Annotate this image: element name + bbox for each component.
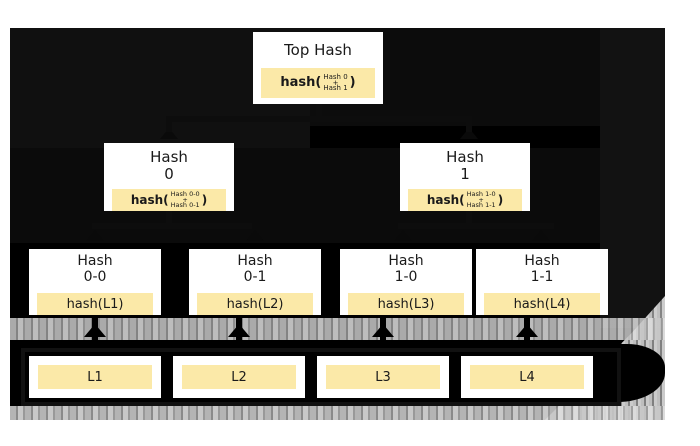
- node-hash-1-1-value: hash(L4): [484, 293, 600, 315]
- connector-leaf-l1: [92, 314, 98, 356]
- node-hash-0-0-title: Hash 0-0: [77, 253, 113, 285]
- hash-operands: Hash 0-0 + Hash 0-1: [171, 191, 200, 208]
- hash-operator: +: [332, 78, 339, 87]
- hash-operand-bottom: Hash 0-1: [170, 200, 200, 209]
- hash-prefix: hash(: [280, 75, 322, 91]
- node-hash-1[interactable]: Hash 1 hash( Hash 1-0 + Hash 1-1 ): [400, 143, 530, 211]
- data-block-l2[interactable]: L2: [173, 356, 305, 398]
- node-hash-0[interactable]: Hash 0 hash( Hash 0-0 + Hash 0-1 ): [104, 143, 234, 211]
- connector-hash-1-down: [466, 211, 472, 225]
- connector-leaf-l3: [380, 314, 386, 356]
- hash-prefix: hash(: [426, 192, 465, 207]
- node-hash-0-1-value: hash(L2): [197, 293, 313, 315]
- data-block-l4-label: L4: [470, 365, 584, 389]
- arrow-head-hash-1-0: [394, 230, 412, 241]
- arrow-head-hash-1: [460, 128, 478, 139]
- arrow-head-hash-0-1: [246, 230, 264, 241]
- data-block-l3[interactable]: L3: [317, 356, 449, 398]
- node-hash-1-0-value: hash(L3): [348, 293, 464, 315]
- texture-strip-upper: [10, 318, 665, 340]
- arrow-head-hash-0: [160, 128, 178, 139]
- arrow-head-hash-1-1: [532, 230, 550, 241]
- data-block-l1-label: L1: [38, 365, 152, 389]
- node-hash-1-1[interactable]: Hash 1-1 hash(L4): [476, 249, 608, 315]
- data-block-l2-label: L2: [182, 365, 296, 389]
- connector-hash-0-down: [166, 211, 172, 225]
- node-hash-1-title: Hash 1: [446, 148, 484, 183]
- node-top-hash-value: hash( Hash 0 + Hash 1 ): [261, 67, 375, 98]
- node-hash-1-0[interactable]: Hash 1-0 hash(L3): [340, 249, 472, 315]
- data-block-l1[interactable]: L1: [29, 356, 161, 398]
- connector-leaf-l4: [524, 314, 530, 356]
- node-hash-0-1[interactable]: Hash 0-1 hash(L2): [189, 249, 321, 315]
- hash-operator: +: [478, 195, 484, 204]
- connector-hash-1-bar: [398, 223, 554, 229]
- node-hash-1-0-title: Hash 1-0: [388, 253, 424, 285]
- node-hash-0-value: hash( Hash 0-0 + Hash 0-1 ): [112, 188, 226, 211]
- hash-operand-top: Hash 0-0: [170, 190, 200, 199]
- hash-prefix: hash(: [130, 192, 169, 207]
- node-hash-0-0-value: hash(L1): [37, 293, 153, 315]
- node-hash-0-0[interactable]: Hash 0-0 hash(L1): [29, 249, 161, 315]
- arrow-head-hash-0-0: [86, 230, 104, 241]
- hash-operands: Hash 0 + Hash 1: [323, 72, 348, 92]
- node-top-hash[interactable]: Top Hash hash( Hash 0 + Hash 1 ): [253, 32, 383, 104]
- node-hash-0-title: Hash 0: [150, 148, 188, 183]
- connector-root-bar: [169, 116, 469, 122]
- connector-leaf-l2: [236, 314, 242, 356]
- hash-operands: Hash 1-0 + Hash 1-1: [467, 191, 496, 208]
- hash-operator: +: [182, 195, 188, 204]
- hash-suffix: ): [201, 192, 208, 207]
- hash-operand-bottom: Hash 1-1: [466, 200, 496, 209]
- data-block-l3-label: L3: [326, 365, 440, 389]
- connector-hash-0-bar: [92, 223, 252, 229]
- diagram-canvas: Top Hash hash( Hash 0 + Hash 1 ) Hash 0 …: [10, 28, 665, 420]
- data-block-l4[interactable]: L4: [461, 356, 593, 398]
- connector-hash-0-stem: [166, 116, 172, 132]
- texture-strip-lower: [10, 406, 665, 420]
- node-hash-1-1-title: Hash 1-1: [524, 253, 560, 285]
- hash-suffix: ): [349, 75, 356, 91]
- node-hash-1-value: hash( Hash 1-0 + Hash 1-1 ): [408, 188, 522, 211]
- connector-hash-1-stem: [466, 116, 472, 132]
- hash-suffix: ): [497, 192, 504, 207]
- hash-operand-top: Hash 0: [323, 72, 348, 81]
- connector-root-stem: [316, 100, 322, 120]
- node-hash-0-1-title: Hash 0-1: [237, 253, 273, 285]
- node-top-hash-title: Top Hash: [284, 41, 352, 59]
- background-shade: [600, 28, 665, 328]
- hash-operand-bottom: Hash 1: [323, 83, 348, 92]
- hash-operand-top: Hash 1-0: [466, 190, 496, 199]
